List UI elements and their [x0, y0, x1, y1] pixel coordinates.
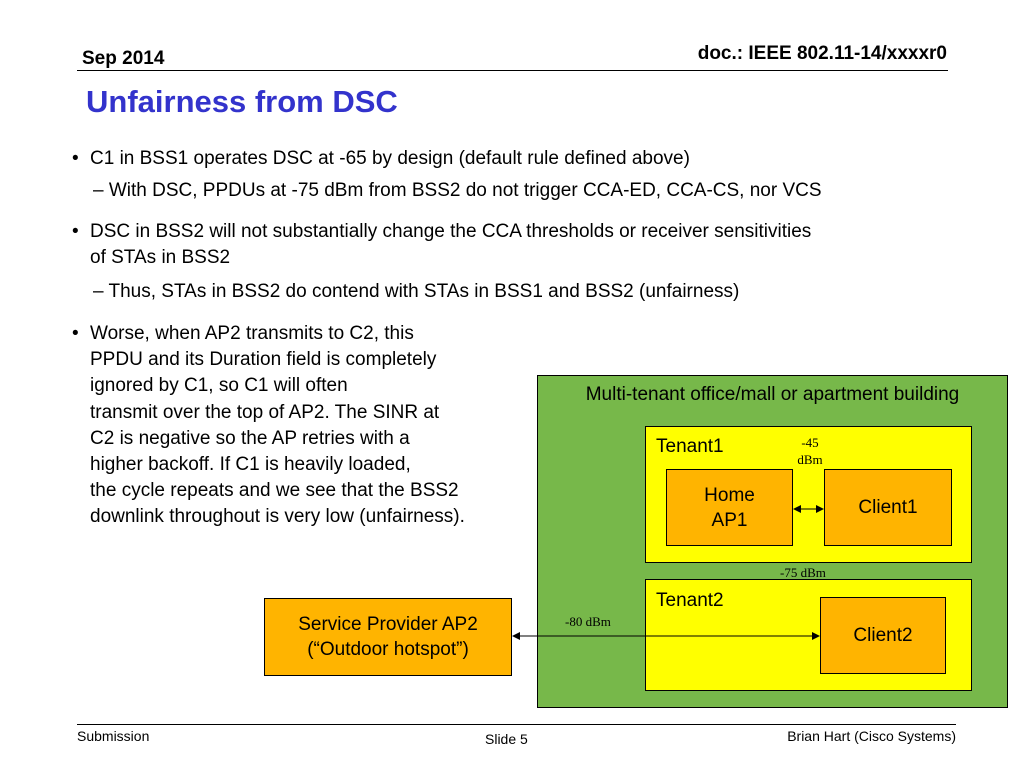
- bullet-2-text-line1: DSC in BSS2 will not substantially chang…: [90, 221, 812, 242]
- header-rule: [77, 70, 948, 71]
- bullet-3-line: Worse, when AP2 transmits to C2, this: [90, 323, 414, 344]
- footer-rule: [77, 724, 956, 725]
- footer-slide-number: Slide 5: [485, 731, 528, 747]
- level-75: -75 dBm: [780, 565, 826, 580]
- bullet-2-sub: – Thus, STAs in BSS2 do contend with STA…: [93, 281, 740, 302]
- bullet-1-sub: – With DSC, PPDUs at -75 dBm from BSS2 d…: [93, 180, 822, 201]
- bullet-3-glyph: •: [72, 323, 79, 344]
- bullet-3-line: transmit over the top of AP2. The SINR a…: [90, 401, 440, 423]
- bullet-2-glyph: •: [72, 221, 79, 242]
- bullet-3-line: downlink throughout is very low (unfairn…: [90, 506, 465, 528]
- client2: Client2: [820, 597, 946, 674]
- bullet-3-line: the cycle repeats and we see that the BS…: [90, 480, 459, 502]
- client1: Client1: [824, 469, 952, 546]
- header-date: Sep 2014: [82, 48, 165, 69]
- bullet-1-text: C1 in BSS1 operates DSC at -65 by design…: [90, 148, 690, 169]
- building-label: Multi-tenant office/mall or apartment bu…: [585, 384, 960, 405]
- home-ap1-line1: Home: [704, 484, 755, 506]
- bullet-2-text-line2: of STAs in BSS2: [90, 247, 231, 268]
- service-provider-ap2: Service Provider AP2 (“Outdoor hotspot”): [264, 598, 512, 676]
- bullet-3-line: higher backoff. If C1 is heavily loaded,: [90, 454, 411, 476]
- home-ap1: Home AP1: [666, 469, 793, 546]
- bullet-3-line: C2 is negative so the AP retries with a: [90, 427, 410, 449]
- tenant2-label: Tenant2: [656, 590, 724, 611]
- level-80: -80 dBm: [565, 614, 611, 629]
- home-ap1-line2: AP1: [711, 509, 748, 531]
- bullet-3-line: PPDU and its Duration field is completel…: [90, 349, 437, 371]
- level-45-unit: dBm: [797, 452, 823, 467]
- bullet-3-line: ignored by C1, so C1 will often: [90, 375, 348, 397]
- level-45-value: -45: [801, 435, 819, 450]
- service-provider-ap2-line2: (“Outdoor hotspot”): [307, 639, 469, 660]
- level-45: -45 dBm: [792, 434, 828, 468]
- service-provider-ap2-line1: Service Provider AP2: [298, 614, 478, 635]
- footer-author: Brian Hart (Cisco Systems): [787, 728, 956, 744]
- tenant1-label: Tenant1: [656, 436, 724, 457]
- header-doc-id: doc.: IEEE 802.11-14/xxxxr0: [697, 43, 947, 64]
- bullet-1-glyph: •: [72, 148, 79, 169]
- slide-title: Unfairness from DSC: [86, 84, 398, 119]
- footer-submission: Submission: [77, 728, 150, 744]
